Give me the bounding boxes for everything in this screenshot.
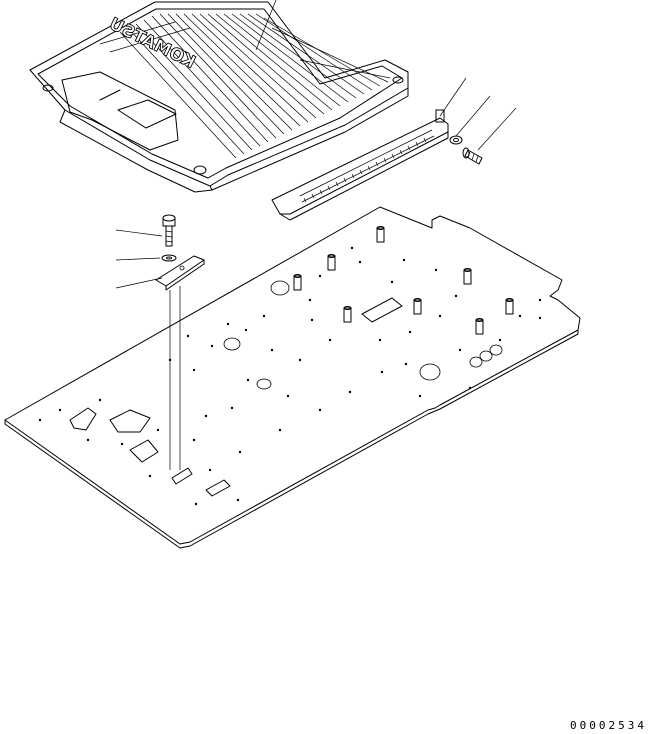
floor-plate <box>4 206 581 549</box>
washer-left <box>161 254 177 262</box>
leader-lines <box>115 0 517 470</box>
washer-right <box>449 135 463 145</box>
bolt-right <box>462 147 483 165</box>
floor-mat: KOMATSU <box>29 1 409 193</box>
step-bar <box>271 109 449 221</box>
drawing-number: 00002534 <box>570 719 647 732</box>
bolt-left <box>162 214 176 247</box>
bracket-plate <box>155 255 205 291</box>
